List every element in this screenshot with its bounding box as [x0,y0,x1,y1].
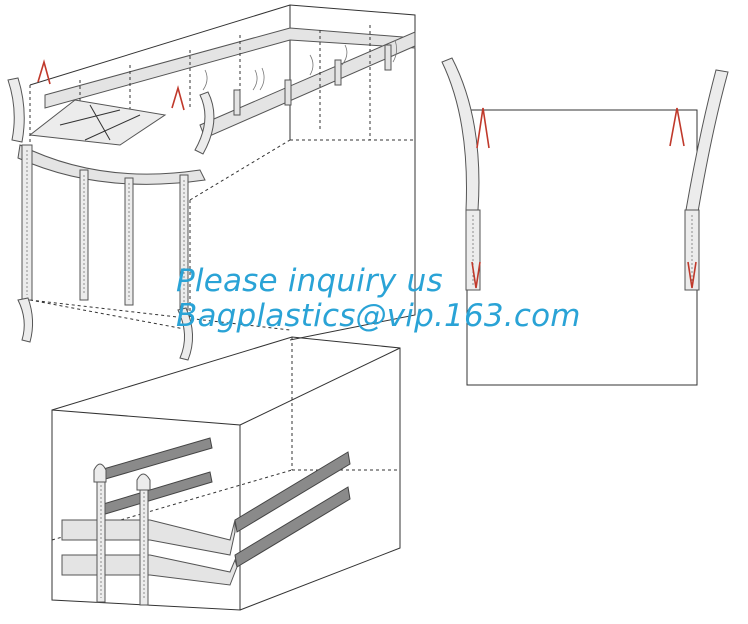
watermark-line-1: Please inquiry us [176,263,443,299]
watermark-email: Bagplastics@vip.163.com [176,298,581,334]
figure-top-left-bag [7,4,416,361]
figure-bottom-bag [51,336,401,611]
figure-right-flat-bag [441,57,729,386]
